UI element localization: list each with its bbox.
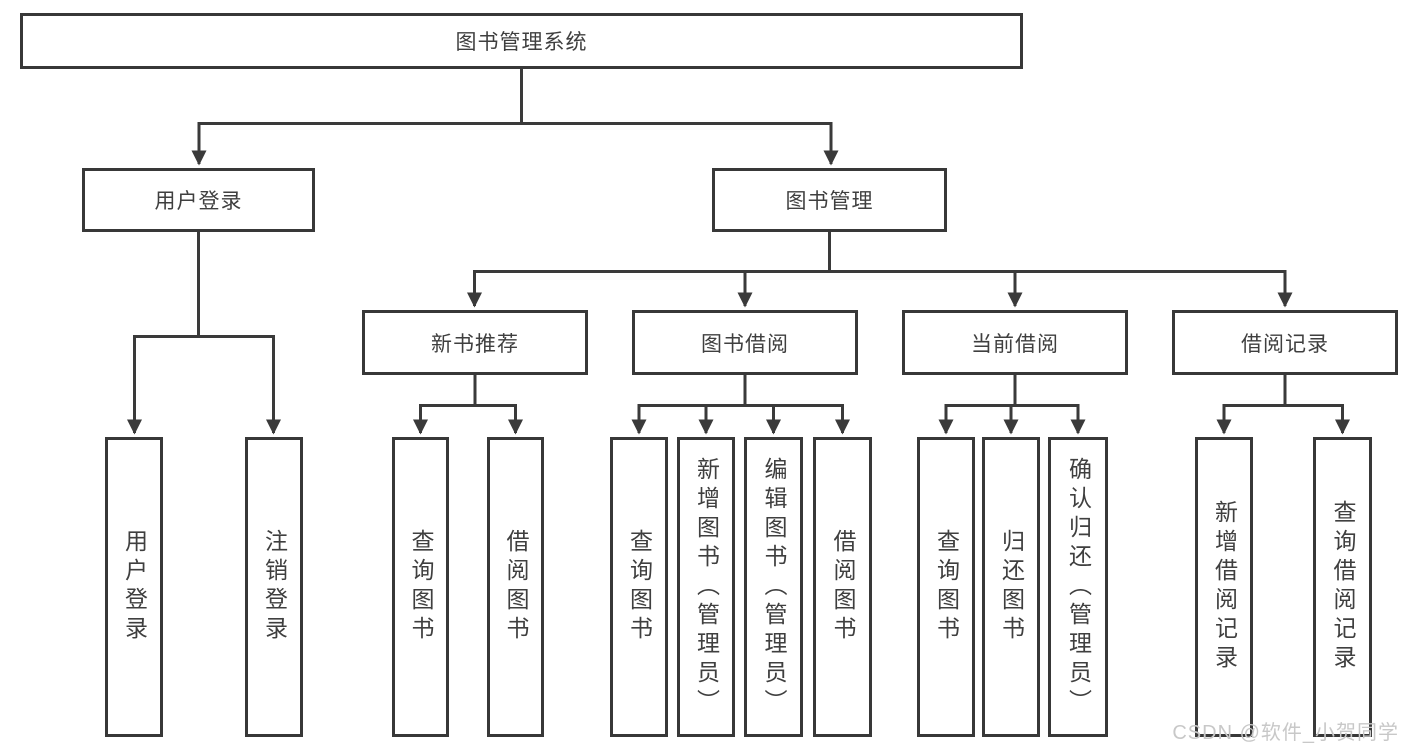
node-new-book-recommend: 新书推荐: [362, 310, 588, 375]
leaf-logout: 注销登录: [245, 437, 303, 737]
node-book-borrow: 图书借阅: [632, 310, 858, 375]
node-borrow-records: 借阅记录: [1172, 310, 1398, 375]
leaf-edit-books-admin: 编辑图书（管理员）: [744, 437, 803, 737]
node-user-login-branch: 用户登录: [82, 168, 315, 232]
leaf-add-books-admin: 新增图书（管理员）: [677, 437, 735, 737]
leaf-borrow-query-books: 查询图书: [610, 437, 668, 737]
node-book-management-branch: 图书管理: [712, 168, 947, 232]
leaf-recommend-borrow-books: 借阅图书: [487, 437, 544, 737]
node-root-system: 图书管理系统: [20, 13, 1023, 69]
leaf-borrow-books: 借阅图书: [813, 437, 872, 737]
leaf-return-books: 归还图书: [982, 437, 1040, 737]
leaf-recommend-query-books: 查询图书: [392, 437, 449, 737]
leaf-add-borrow-record: 新增借阅记录: [1195, 437, 1253, 737]
leaf-user-login: 用户登录: [105, 437, 163, 737]
leaf-confirm-return-admin: 确认归还（管理员）: [1048, 437, 1108, 737]
node-current-borrow: 当前借阅: [902, 310, 1128, 375]
leaf-query-borrow-record: 查询借阅记录: [1313, 437, 1372, 737]
csdn-watermark: CSDN @软件_小贺同学: [1172, 722, 1399, 744]
leaf-current-query-books: 查询图书: [917, 437, 975, 737]
